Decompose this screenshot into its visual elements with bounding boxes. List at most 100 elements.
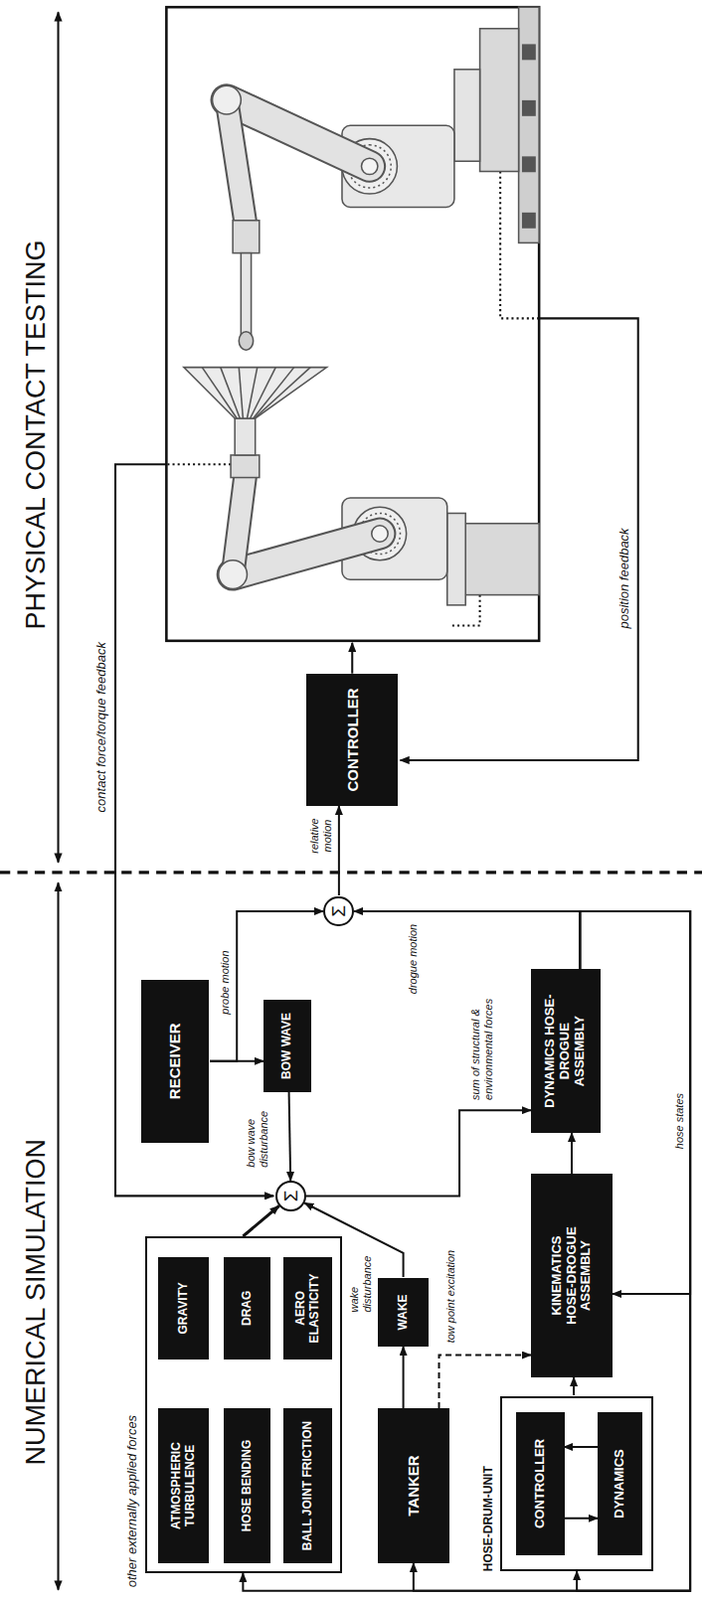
connector (413, 911, 691, 1592)
group-heading: HOSE-DRUM-UNIT (482, 1466, 497, 1573)
process-box: CONTROLLER (516, 1412, 565, 1557)
box-label: AERO ELASTICITY (294, 1263, 323, 1355)
robot-pedestal (464, 524, 539, 596)
robot-wrist (232, 220, 260, 254)
connector (570, 1133, 573, 1175)
funnel-rib (254, 367, 311, 419)
text-wrap: CONTROLLER (532, 1439, 548, 1530)
text-wrap: TANKER (404, 1455, 422, 1517)
funnel-rib (220, 367, 241, 419)
text-wrap: Σ (280, 1191, 303, 1204)
process-box: WAKE (377, 1278, 429, 1349)
rail-block (523, 101, 535, 116)
edge-label: probe motion (218, 948, 232, 1017)
process-box: RECEIVER (141, 980, 210, 1144)
connector (563, 1446, 598, 1449)
connector (289, 1092, 292, 1182)
process-box: BOW WAVE (263, 1000, 312, 1092)
group-box: CONTROLLERDYNAMICSHOSE-DRUM-UNIT (500, 1397, 654, 1574)
connector (563, 1518, 598, 1521)
box-label: DRAG (240, 1291, 255, 1327)
edge-label: tow point excitation (444, 1248, 458, 1347)
funnel-rib (246, 367, 257, 419)
box-label: DYNAMICS (612, 1449, 628, 1519)
funnel-rib (238, 367, 243, 419)
connector (572, 1378, 575, 1397)
force-box: AERO ELASTICITY (283, 1257, 332, 1361)
process-box: KINEMATICS HOSE-DROGUE ASSEMBLY (530, 1174, 613, 1379)
command-arrow (351, 643, 353, 675)
rail-block (523, 157, 535, 172)
probe-rod (240, 253, 251, 338)
sensor-link (166, 463, 231, 466)
edge-label: bow wave disturbance (244, 1092, 270, 1171)
box-label: WAKE (396, 1294, 411, 1331)
box-label: BALL JOINT FRICTION (301, 1421, 316, 1552)
drogue-coupling (234, 418, 256, 456)
test-rig-frame (166, 6, 539, 642)
connector (353, 911, 580, 971)
text-wrap: RECEIVER (166, 1024, 183, 1101)
signal-label: contact force/torque feedback (94, 640, 110, 815)
group-box: ATMOSPHERIC TURBULENCE HOSE BENDING BALL J… (145, 1236, 343, 1575)
robot-arm (226, 100, 370, 168)
drogue-robot (183, 367, 539, 606)
robot-wrist (230, 455, 260, 479)
process-box: TANKER (377, 1408, 450, 1565)
box-label: CONTROLLER (532, 1439, 548, 1530)
text-wrap: DRAG (240, 1291, 255, 1327)
edge-label: relative motion (308, 808, 334, 864)
illustration-layer (0, 6, 702, 1591)
process-box: DYNAMICS HOSE-DROGUE ASSEMBLY (530, 969, 601, 1133)
box-label: GRAVITY (176, 1282, 191, 1335)
funnel-rib (201, 367, 237, 419)
text-wrap: DYNAMICS HOSE-DROGUE ASSEMBLY (542, 991, 588, 1112)
rail-block (523, 213, 535, 228)
edge-label: sum of structural & environmental forces (469, 978, 495, 1103)
connector (242, 1206, 279, 1237)
connector (439, 1356, 531, 1409)
robot-arm (232, 533, 380, 575)
text-wrap: BALL JOINT FRICTION (301, 1421, 316, 1552)
force-box: GRAVITY (158, 1257, 209, 1361)
sum-symbol: Σ (328, 905, 351, 918)
box-label: ATMOSPHERIC TURBULENCE (170, 1414, 198, 1559)
force-box: DRAG (223, 1257, 271, 1361)
group-heading: other externally applied forces (125, 1415, 141, 1588)
robot-flange (454, 69, 481, 162)
edge-label: drogue motion (406, 922, 420, 997)
box-label: CONTROLLER (344, 688, 361, 792)
process-box: DYNAMICS (597, 1412, 643, 1557)
process-box: CONTROLLER (306, 674, 398, 807)
text-wrap: AERO ELASTICITY (294, 1263, 323, 1355)
summing-junction: Σ (275, 1181, 307, 1213)
force-box: BALL JOINT FRICTION (283, 1408, 332, 1565)
signal-label: position feedback (617, 526, 633, 631)
funnel-rib (253, 367, 295, 419)
connector (338, 806, 341, 896)
sum-symbol: Σ (280, 1191, 303, 1204)
robot-joint (360, 158, 377, 175)
robot-forearm (226, 100, 245, 221)
robot-elbow (218, 560, 248, 590)
span-arrow (57, 11, 60, 863)
linear-rail (519, 6, 540, 243)
box-label: DYNAMICS HOSE-DROGUE ASSEMBLY (542, 991, 588, 1112)
probe-robot (212, 6, 540, 351)
text-wrap: WAKE (396, 1294, 411, 1331)
text-wrap: CONTROLLER (344, 688, 361, 792)
robot-forearm (226, 100, 245, 221)
rail-carriage (480, 28, 520, 173)
box-label: KINEMATICS HOSE-DROGUE ASSEMBLY (549, 1216, 595, 1337)
rail-block (523, 44, 535, 59)
section-title: NUMERICAL SIMULATION (20, 1046, 52, 1561)
span-arrow (57, 882, 60, 1591)
connector (306, 1110, 531, 1197)
force-box: HOSE BENDING (223, 1408, 271, 1565)
box-label: RECEIVER (166, 1024, 183, 1101)
robot-joint (371, 526, 388, 542)
box-label: TANKER (404, 1455, 422, 1517)
robot-elbow (212, 85, 242, 115)
drogue-funnel (183, 367, 328, 419)
